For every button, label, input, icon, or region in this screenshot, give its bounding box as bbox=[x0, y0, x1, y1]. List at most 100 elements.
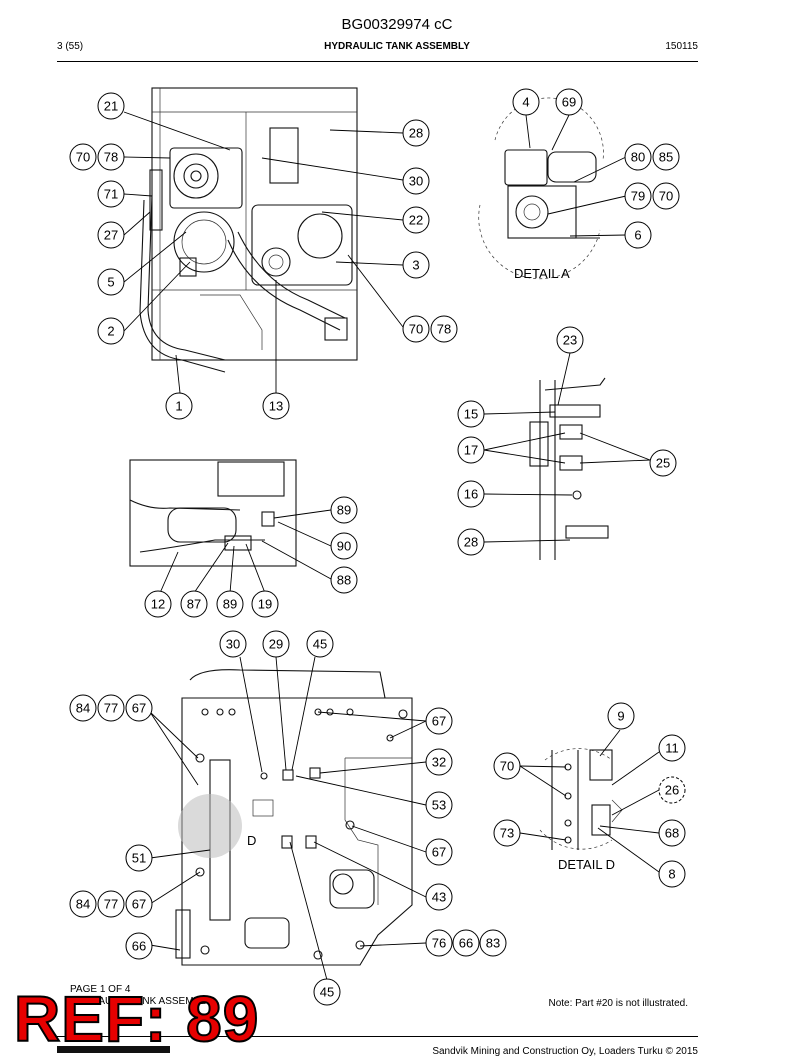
reference-stamp: REF: 89 bbox=[13, 983, 260, 1055]
svg-text:70: 70 bbox=[76, 150, 90, 165]
callout-9: 9 bbox=[607, 702, 635, 730]
svg-text:12: 12 bbox=[151, 597, 165, 612]
callout-8: 8 bbox=[658, 860, 686, 888]
callout-66: 66 bbox=[125, 932, 153, 960]
svg-text:70: 70 bbox=[659, 189, 673, 204]
callout-89: 89 bbox=[330, 496, 358, 524]
callout-68: 68 bbox=[658, 819, 686, 847]
callout-12: 12 bbox=[144, 590, 172, 618]
svg-text:30: 30 bbox=[226, 637, 240, 652]
tank-main-view bbox=[139, 87, 358, 373]
page-number: 3 (55) bbox=[57, 41, 84, 52]
callout-30: 30 bbox=[402, 167, 430, 195]
callout-70: 70 bbox=[652, 182, 680, 210]
svg-text:2: 2 bbox=[107, 324, 114, 339]
callout-25: 25 bbox=[649, 449, 677, 477]
svg-text:30: 30 bbox=[409, 174, 423, 189]
callout-80: 80 bbox=[624, 143, 652, 171]
callout-87: 87 bbox=[180, 590, 208, 618]
bottom-plate-view bbox=[175, 669, 413, 966]
svg-text:17: 17 bbox=[464, 443, 478, 458]
svg-text:3: 3 bbox=[412, 258, 419, 273]
callout-70: 70 bbox=[402, 315, 430, 343]
svg-text:4: 4 bbox=[522, 95, 529, 110]
callout-76: 76 bbox=[425, 929, 453, 957]
callout-45: 45 bbox=[306, 630, 334, 658]
detail-a-leaders bbox=[525, 114, 627, 237]
svg-text:67: 67 bbox=[132, 897, 146, 912]
svg-text:77: 77 bbox=[104, 701, 118, 716]
callout-22: 22 bbox=[402, 206, 430, 234]
callout-79: 79 bbox=[624, 182, 652, 210]
callout-6: 6 bbox=[624, 221, 652, 249]
callout-16: 16 bbox=[457, 480, 485, 508]
callout-43: 43 bbox=[425, 883, 453, 911]
callout-45: 45 bbox=[313, 978, 341, 1006]
svg-text:53: 53 bbox=[432, 798, 446, 813]
callout-67: 67 bbox=[425, 838, 453, 866]
svg-text:28: 28 bbox=[464, 535, 478, 550]
svg-text:1: 1 bbox=[175, 399, 182, 414]
detail-d-view bbox=[539, 748, 623, 850]
svg-text:22: 22 bbox=[409, 213, 423, 228]
svg-text:19: 19 bbox=[258, 597, 272, 612]
callout-28: 28 bbox=[402, 119, 430, 147]
bottom-plate-leaders bbox=[149, 656, 427, 981]
header-rule bbox=[57, 61, 698, 62]
main-view-leaders bbox=[123, 111, 404, 394]
callout-23: 23 bbox=[556, 326, 584, 354]
footer-subtitle: HYDRAULIC TANK ASSEMBLY bbox=[70, 996, 212, 1007]
svg-text:43: 43 bbox=[432, 890, 446, 905]
callout-88: 88 bbox=[330, 566, 358, 594]
svg-text:84: 84 bbox=[76, 701, 90, 716]
callout-13: 13 bbox=[262, 392, 290, 420]
svg-text:71: 71 bbox=[104, 187, 118, 202]
callout-21: 21 bbox=[97, 92, 125, 120]
callout-4: 4 bbox=[512, 88, 540, 116]
footer-page-count: PAGE 1 OF 4 bbox=[70, 984, 131, 995]
callout-85: 85 bbox=[652, 143, 680, 171]
svg-text:69: 69 bbox=[562, 95, 576, 110]
callout-77: 77 bbox=[97, 694, 125, 722]
svg-text:45: 45 bbox=[320, 985, 334, 1000]
detail-d-leaders bbox=[519, 729, 660, 873]
svg-text:78: 78 bbox=[104, 150, 118, 165]
svg-text:5: 5 bbox=[107, 275, 114, 290]
callout-83: 83 bbox=[479, 929, 507, 957]
callout-78: 78 bbox=[97, 143, 125, 171]
svg-text:67: 67 bbox=[432, 714, 446, 729]
svg-text:9: 9 bbox=[617, 709, 624, 724]
side-bracket-view bbox=[529, 377, 609, 560]
svg-text:84: 84 bbox=[76, 897, 90, 912]
svg-text:78: 78 bbox=[437, 322, 451, 337]
svg-text:76: 76 bbox=[432, 936, 446, 951]
callout-90: 90 bbox=[330, 532, 358, 560]
svg-text:67: 67 bbox=[432, 845, 446, 860]
callout-73: 73 bbox=[493, 819, 521, 847]
footer-note: Note: Part #20 is not illustrated. bbox=[548, 998, 688, 1009]
callout-3: 3 bbox=[402, 251, 430, 279]
mid-left-partial-view bbox=[129, 459, 297, 567]
callout-67: 67 bbox=[125, 890, 153, 918]
svg-text:66: 66 bbox=[132, 939, 146, 954]
callout-29: 29 bbox=[262, 630, 290, 658]
svg-text:11: 11 bbox=[665, 741, 679, 756]
svg-text:16: 16 bbox=[464, 487, 478, 502]
callout-71: 71 bbox=[97, 180, 125, 208]
svg-text:13: 13 bbox=[269, 399, 283, 414]
callout-89: 89 bbox=[216, 590, 244, 618]
callout-15: 15 bbox=[457, 400, 485, 428]
svg-text:70: 70 bbox=[500, 759, 514, 774]
svg-text:8: 8 bbox=[668, 867, 675, 882]
svg-text:68: 68 bbox=[665, 826, 679, 841]
detail-d-label: DETAIL D bbox=[558, 857, 615, 872]
svg-text:67: 67 bbox=[132, 701, 146, 716]
svg-text:70: 70 bbox=[409, 322, 423, 337]
callout-27: 27 bbox=[97, 221, 125, 249]
svg-text:83: 83 bbox=[486, 936, 500, 951]
svg-text:26: 26 bbox=[665, 783, 679, 798]
callout-32: 32 bbox=[425, 748, 453, 776]
svg-text:23: 23 bbox=[563, 333, 577, 348]
company-logo bbox=[57, 1046, 170, 1053]
